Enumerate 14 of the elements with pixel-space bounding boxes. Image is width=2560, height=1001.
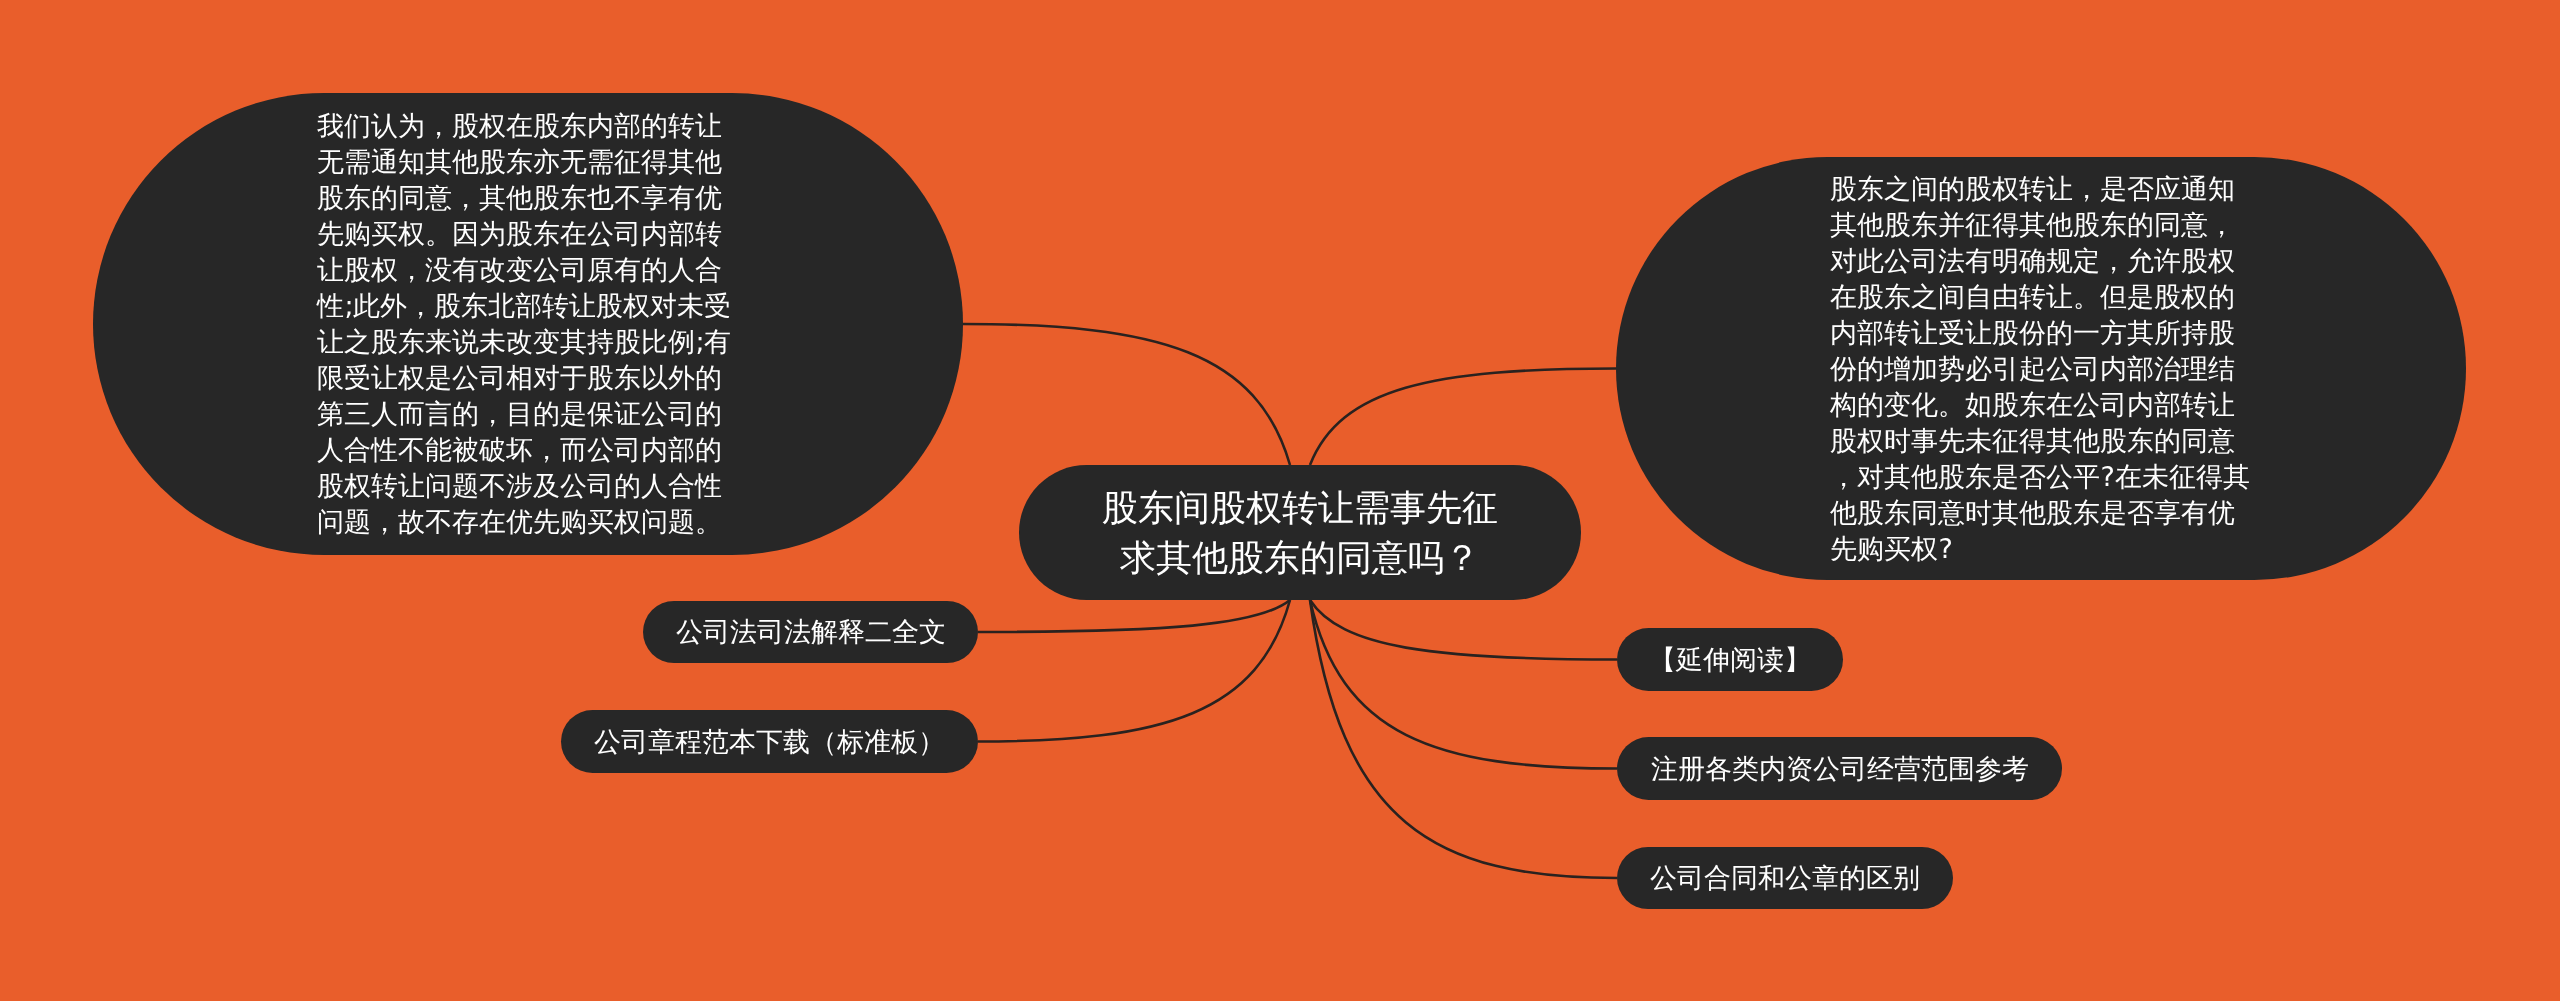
connector-line [1308,599,1618,880]
topic-pill: 注册各类内资公司经营范围参考 [1617,737,2062,800]
topic-pill: 【延伸阅读】 [1617,628,1843,691]
note-bubble: 股东之间的股权转让，是否应通知其他股东并征得其他股东的同意，对此公司法有明确规定，允许股权在股东之间自由转让。但是股权的内部转让受让股份的一方其所持股份的增加势必引起公司内部治理结构的变化。如股东在公司内部转让股权时事先未征得其他股东的同意，对其他股东是否公平?在未征得其他股东同意时其他股东是否享有优先购买权? [1616,157,2466,580]
note-bubble: 我们认为，股权在股东内部的转让无需通知其他股东亦无需征得其他股东的同意，其他股东也不享有优先购买权。因为股东在公司内部转让股权，没有改变公司原有的人合性;此外，股东北部转让股权对未受让之股东来说未改变其持股比例;有限受让权是公司相对于股东以外的第三人而言的，目的是保证公司的人合性不能被破坏，而公司内部的股权转让问题不涉及公司的人合性问题，故不存在优先购买权问题。 [93,93,963,555]
central-topic: 股东间股权转让需事先征求其他股东的同意吗？ [1019,465,1581,600]
topic-pill: 公司章程范本下载（标准板） [561,710,978,773]
topic-pill: 公司合同和公章的区别 [1617,847,1953,909]
topic-pill: 公司法司法解释二全文 [643,601,978,663]
connector-line [978,599,1292,743]
connector-line [1309,599,1617,661]
connector-line [978,598,1291,634]
connector-line [963,322,1292,466]
connector-line [1308,367,1616,466]
